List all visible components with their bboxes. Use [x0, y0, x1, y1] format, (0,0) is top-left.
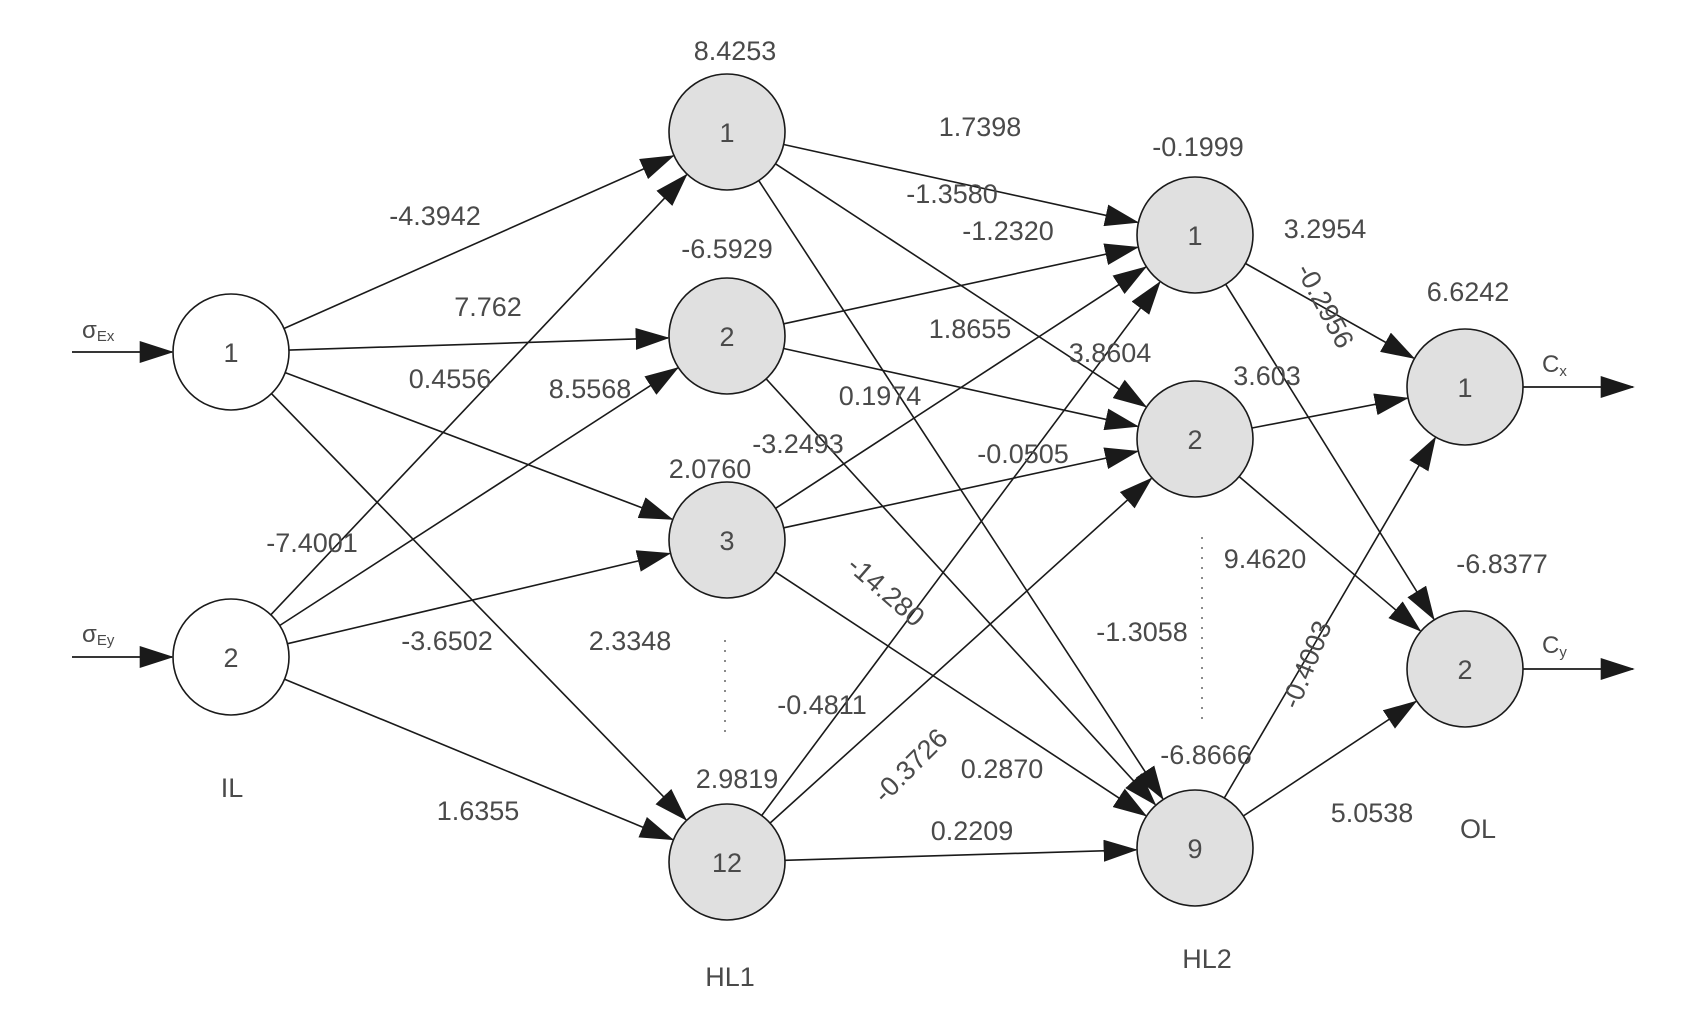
svg-text:1: 1 [1457, 373, 1472, 403]
weight-label: 0.2209 [931, 816, 1014, 846]
il-node-2: 2 [172, 598, 290, 716]
svg-text:12: 12 [712, 848, 742, 878]
weight-label: -0.2956 [1290, 258, 1359, 353]
svg-text:1: 1 [1187, 221, 1202, 251]
weight-label: -1.3058 [1096, 617, 1188, 647]
weight-label: -0.0505 [977, 439, 1069, 469]
edge-hl1-2-to-hl2-3 [765, 378, 1157, 806]
bias-hl2-9: -6.8666 [1160, 740, 1252, 770]
svg-text:1: 1 [223, 338, 238, 368]
edge-hl1-1-to-hl2-1 [783, 143, 1140, 227]
weight-label: -0.3726 [868, 723, 954, 809]
hl1-node-2: 2 [668, 277, 786, 395]
bias-hl2-2: 3.8604 [1069, 338, 1152, 368]
edge-hl1-2-to-hl2-1 [783, 243, 1139, 325]
hl2-node-9: 9 [1136, 789, 1254, 907]
weight-label: 1.8655 [929, 314, 1012, 344]
weight-label: -0.4003 [1276, 617, 1338, 713]
hl1-node-1: 1 [668, 73, 786, 191]
weight-label: -0.4811 [777, 690, 867, 720]
hl1-node-12: 12 [668, 803, 786, 921]
bias-hl1-1: 8.4253 [694, 36, 777, 66]
output-label-cy: Cy [1542, 632, 1567, 661]
edge-hl1-4-to-hl2-3 [784, 839, 1138, 862]
edge-hl2-1-to-ol-2 [1224, 283, 1435, 621]
io-edges [72, 341, 1635, 680]
weight-label: -3.2493 [752, 429, 844, 459]
layer-label-il: IL [221, 773, 244, 803]
weight-label: -1.2320 [962, 216, 1054, 246]
weight-label: 0.2870 [961, 754, 1044, 784]
edge-hl1-4-to-hl2-2 [769, 477, 1153, 824]
weight-label: 0.1974 [839, 381, 922, 411]
edge-il-2-to-hl1-2 [279, 367, 679, 627]
weight-label: 1.7398 [939, 112, 1022, 142]
edge-il-2-to-hl1-1 [270, 173, 688, 616]
edge-hl2-1-to-ol-1 [1245, 262, 1416, 359]
weight-label: 7.762 [454, 292, 522, 322]
weight-label: 8.5568 [549, 374, 632, 404]
connection-edges [270, 143, 1437, 862]
svg-text:2: 2 [719, 322, 734, 352]
weight-label: 0.4556 [409, 364, 492, 394]
weight-label: 1.6355 [437, 796, 520, 826]
edge-il-1-to-hl1-4 [270, 393, 688, 821]
il-node-1: 1 [172, 293, 290, 411]
edge-hl1-4-to-hl2-1 [761, 280, 1161, 816]
edge-hl2-3-to-ol-2 [1242, 700, 1418, 817]
ol-node-1: 1 [1406, 328, 1524, 446]
weight-label: 9.4620 [1224, 544, 1307, 574]
layer-label-hl1: HL1 [705, 962, 755, 992]
svg-text:3: 3 [719, 526, 734, 556]
edge-il-1-to-hl1-2 [288, 327, 670, 351]
svg-text:2: 2 [1187, 425, 1202, 455]
edge-hl2-3-to-ol-1 [1223, 436, 1437, 799]
output-label-cx: Cx [1542, 351, 1567, 380]
weight-label: -14.280 [842, 550, 931, 633]
edge-hl1-3-to-hl2-1 [775, 266, 1148, 509]
weight-label: -7.4001 [266, 528, 358, 558]
ol-node-2: 2 [1406, 610, 1524, 728]
hl2-node-2: 2 [1136, 380, 1254, 498]
input-label-ex: σEx [82, 317, 115, 345]
layer-label-hl2: HL2 [1182, 944, 1232, 974]
bias-ol-2: -6.8377 [1456, 549, 1548, 579]
svg-text:2: 2 [223, 643, 238, 673]
svg-text:1: 1 [719, 118, 734, 148]
weight-label: 3.603 [1233, 361, 1301, 391]
svg-text:2: 2 [1457, 655, 1472, 685]
bias-hl1-3: 2.0760 [669, 454, 752, 484]
svg-text:9: 9 [1187, 834, 1202, 864]
weight-label: 3.2954 [1284, 214, 1367, 244]
edge-il-1-to-hl1-3 [284, 371, 674, 520]
weight-label: -3.6502 [401, 626, 493, 656]
edge-il-2-to-hl1-4 [284, 678, 675, 841]
hl2-node-1: 1 [1136, 176, 1254, 294]
weight-label: -4.3942 [389, 201, 481, 231]
hl1-node-3: 3 [668, 481, 786, 599]
bias-hl1-2: -6.5929 [681, 234, 773, 264]
edge-hl2-2-to-ol-1 [1251, 393, 1409, 429]
weight-label: -1.3580 [906, 179, 998, 209]
weight-label: 5.0538 [1331, 798, 1414, 828]
edge-hl1-3-to-hl2-3 [774, 571, 1148, 817]
bias-hl2-1: -0.1999 [1152, 132, 1244, 162]
weight-label: 2.3348 [589, 626, 672, 656]
edge-il-1-to-hl1-1 [283, 155, 675, 330]
edge-hl1-3-to-hl2-2 [783, 447, 1139, 529]
bias-hl1-12: 2.9819 [696, 764, 779, 794]
edge-il-2-to-hl1-3 [287, 550, 672, 645]
bias-ol-1: 6.6242 [1427, 277, 1510, 307]
edge-hl2-2-to-ol-2 [1238, 475, 1422, 632]
layer-label-ol: OL [1460, 814, 1496, 844]
input-label-ey: σEy [82, 621, 115, 649]
